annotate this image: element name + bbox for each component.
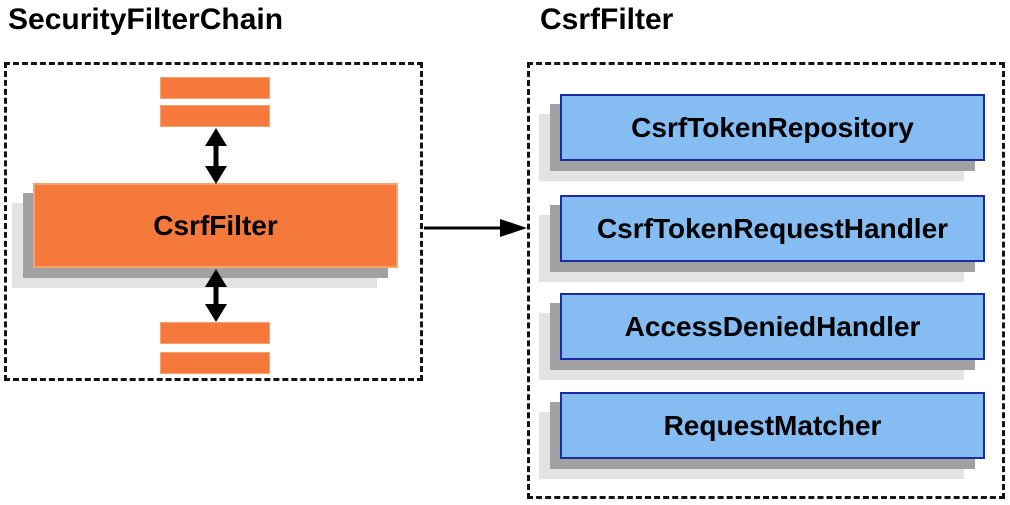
component-box-access-denied-handler: AccessDeniedHandler bbox=[560, 293, 985, 360]
component-label: AccessDeniedHandler bbox=[624, 310, 921, 342]
filter-chain-bar-2 bbox=[160, 105, 270, 127]
component-box-csrf-token-request-handler: CsrfTokenRequestHandler bbox=[560, 195, 985, 262]
component-label: RequestMatcher bbox=[663, 409, 882, 441]
component-box-csrf-token-repository: CsrfTokenRepository bbox=[560, 94, 985, 161]
component-label: CsrfTokenRequestHandler bbox=[596, 212, 949, 244]
filter-chain-bar-4 bbox=[160, 352, 270, 374]
security-filter-chain-container bbox=[4, 62, 423, 381]
component-label: CsrfTokenRepository bbox=[631, 111, 914, 143]
csrf-filter-box: CsrfFilter bbox=[33, 183, 398, 268]
filter-chain-bar-1 bbox=[160, 77, 270, 99]
component-box-request-matcher: RequestMatcher bbox=[560, 392, 985, 459]
filter-chain-bar-3 bbox=[160, 322, 270, 344]
csrf-filter-detail-container bbox=[527, 62, 1005, 499]
right-arrow-icon bbox=[424, 219, 527, 237]
right-panel-title: CsrfFilter bbox=[540, 3, 674, 36]
csrf-filter-box-label: CsrfFilter bbox=[153, 209, 278, 241]
left-panel-title: SecurityFilterChain bbox=[8, 3, 284, 36]
